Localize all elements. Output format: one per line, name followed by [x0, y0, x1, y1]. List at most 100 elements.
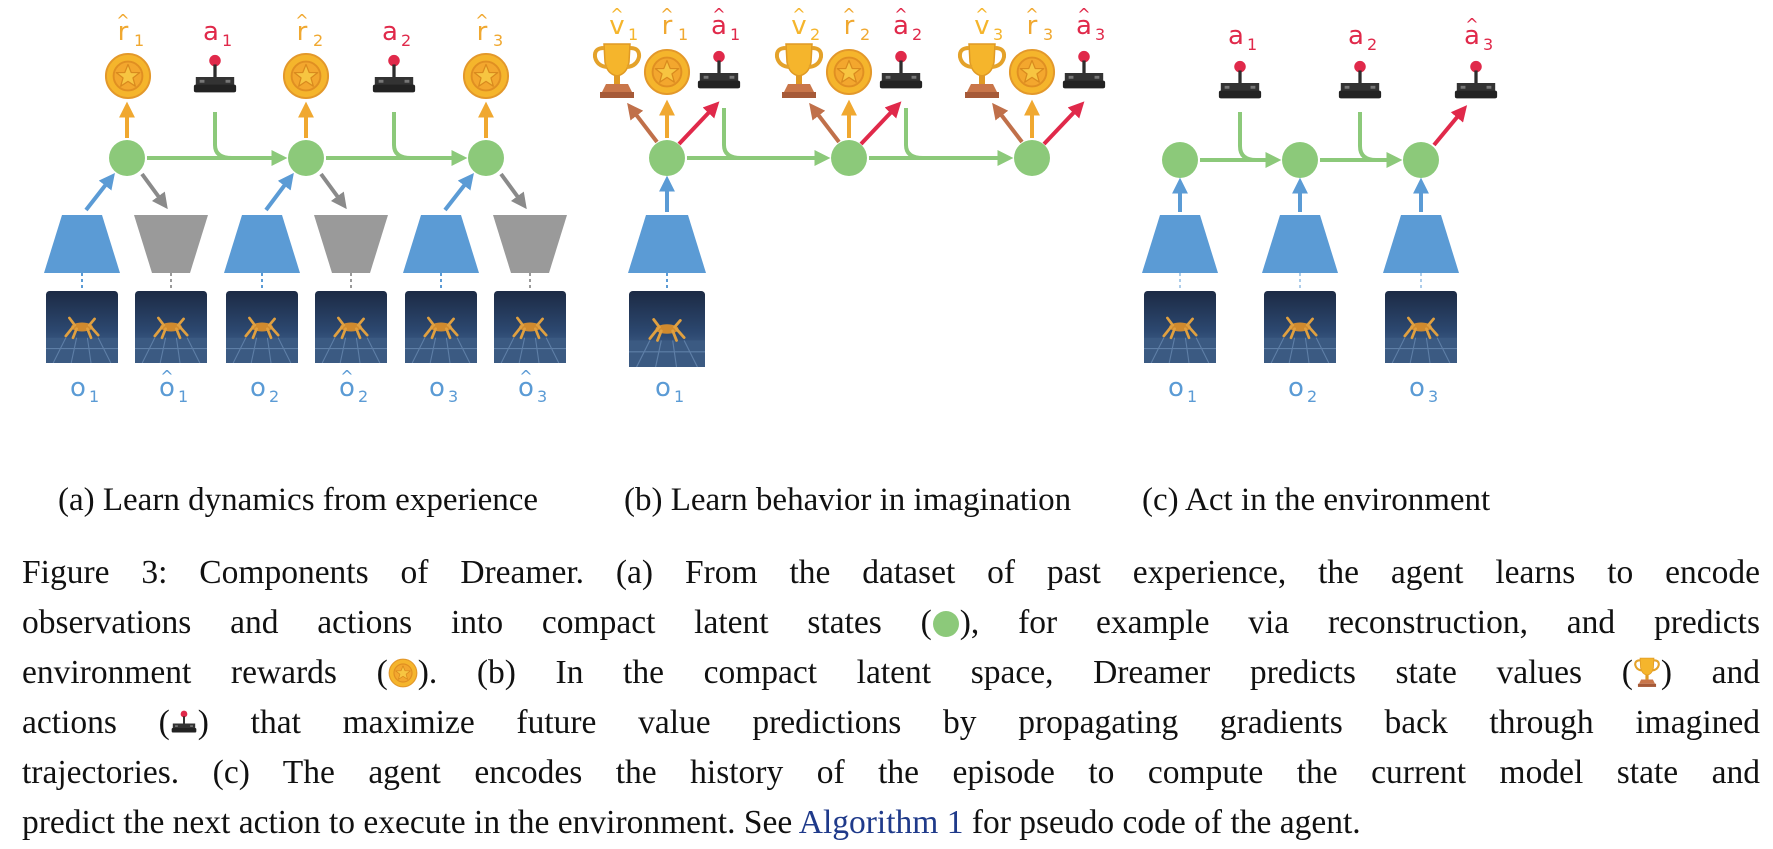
- svg-text:a: a: [893, 11, 909, 41]
- decoder-trapezoid: [314, 215, 388, 273]
- green-circle-icon: [932, 611, 959, 637]
- observation-image: [44, 291, 120, 363]
- joystick-icon: [1338, 60, 1382, 99]
- reconstruction-image: [133, 291, 209, 363]
- caption-line: trajectories. (c) The agent encodes the …: [22, 754, 1760, 791]
- svg-text:^: ^: [1077, 5, 1090, 24]
- svg-text:^: ^: [116, 11, 129, 30]
- reconstruction-image: [313, 291, 389, 363]
- svg-text:3: 3: [493, 31, 503, 50]
- svg-text:^: ^: [792, 5, 805, 24]
- svg-text:2: 2: [358, 387, 368, 406]
- svg-text:^: ^: [712, 5, 725, 24]
- svg-text:^: ^: [475, 11, 488, 30]
- svg-text:^: ^: [1465, 15, 1478, 34]
- encoder-trapezoid: [44, 215, 120, 273]
- svg-text:r: r: [118, 17, 129, 47]
- svg-text:3: 3: [1483, 35, 1493, 54]
- caption-line: Figure 3: Components of Dreamer. (a) Fro…: [22, 554, 1760, 591]
- action-input-arrow: [904, 108, 924, 160]
- svg-text:o: o: [250, 373, 266, 403]
- svg-text:r: r: [1027, 11, 1038, 41]
- svg-text:v: v: [791, 11, 806, 41]
- joystick-icon: [1062, 50, 1106, 89]
- svg-text:3: 3: [448, 387, 458, 406]
- decoder-trapezoid: [134, 215, 208, 273]
- joystick-icon: [1218, 60, 1262, 99]
- svg-text:^: ^: [1025, 5, 1038, 24]
- joystick-icon: [171, 710, 197, 733]
- svg-text:a: a: [1464, 21, 1480, 51]
- encoder-arrow: [84, 172, 115, 212]
- svg-text:1: 1: [178, 387, 188, 406]
- subcaption-c: (c) Act in the environment: [1142, 482, 1491, 518]
- encoder-trapezoid: [1142, 215, 1218, 273]
- trophy-icon: [957, 42, 1007, 100]
- svg-text:r: r: [477, 17, 488, 47]
- joystick-icon: [697, 50, 741, 89]
- svg-text:^: ^: [160, 367, 173, 386]
- observation-image: [1142, 291, 1218, 363]
- caption-line: environment rewards (). (b) In the compa…: [22, 654, 1760, 691]
- svg-text:2: 2: [269, 387, 279, 406]
- svg-text:1: 1: [1247, 35, 1257, 54]
- svg-text:2: 2: [1307, 387, 1317, 406]
- observation-image: [1383, 291, 1459, 363]
- algorithm-link[interactable]: Algorithm 1: [798, 804, 964, 841]
- svg-text:1: 1: [89, 387, 99, 406]
- svg-text:1: 1: [628, 25, 638, 44]
- star-coin-icon: [388, 658, 418, 688]
- trophy-icon: [774, 42, 824, 100]
- trophy-icon: [592, 42, 642, 100]
- value-arrow: [992, 102, 1024, 144]
- encoder-trapezoid: [1262, 215, 1338, 273]
- star-coin-icon: [462, 52, 510, 100]
- svg-text:^: ^: [660, 5, 673, 24]
- svg-text:^: ^: [610, 5, 623, 24]
- action-input-arrow: [1358, 112, 1377, 162]
- svg-text:3: 3: [993, 25, 1003, 44]
- svg-text:1: 1: [678, 25, 688, 44]
- svg-text:^: ^: [842, 5, 855, 24]
- subcaption-b: (b) Learn behavior in imagination: [624, 482, 1072, 518]
- latent-state: [1162, 142, 1198, 178]
- svg-text:a: a: [382, 17, 398, 47]
- svg-text:a: a: [203, 17, 219, 47]
- star-coin-icon: [1008, 48, 1056, 96]
- svg-text:2: 2: [1367, 35, 1377, 54]
- observation-image: [1262, 291, 1338, 363]
- latent-state: [1014, 140, 1050, 176]
- svg-text:o: o: [339, 373, 355, 403]
- latent-state: [831, 140, 867, 176]
- joystick-icon: [1454, 60, 1498, 99]
- svg-text:r: r: [297, 17, 308, 47]
- latent-state: [649, 140, 685, 176]
- svg-text:2: 2: [401, 31, 411, 50]
- star-coin-icon: [643, 48, 691, 96]
- subcaption-a: (a) Learn dynamics from experience: [58, 482, 539, 518]
- decoder-arrow: [319, 172, 347, 210]
- svg-text:o: o: [429, 373, 445, 403]
- trophy-icon: [1634, 657, 1660, 688]
- svg-text:o: o: [655, 373, 671, 403]
- svg-text:2: 2: [860, 25, 870, 44]
- svg-text:1: 1: [134, 31, 144, 50]
- svg-text:^: ^: [295, 11, 308, 30]
